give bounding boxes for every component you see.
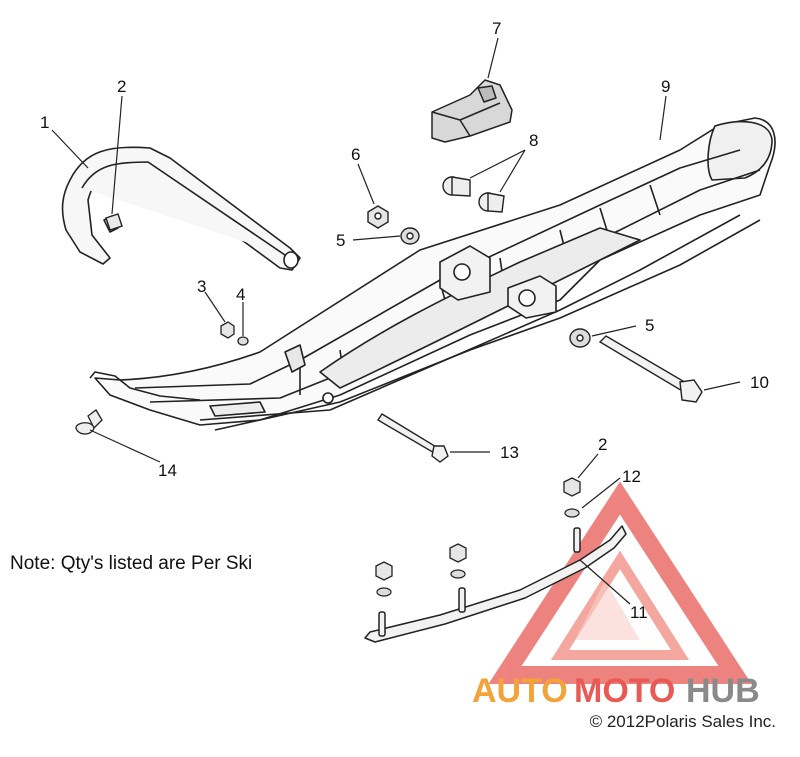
callout-2: 2 xyxy=(117,77,126,96)
washer-part-4 xyxy=(237,336,249,346)
watermark-logo xyxy=(488,481,752,684)
washer-part-5-upper xyxy=(400,227,420,245)
callout-6: 6 xyxy=(351,145,360,164)
watermark-auto: AUTO xyxy=(472,672,568,710)
copyright-text: © 2012Polaris Sales Inc. xyxy=(589,712,776,731)
callout-5-upper: 5 xyxy=(336,231,345,250)
nut-part-6 xyxy=(367,205,389,229)
clip-part-2 xyxy=(105,213,123,231)
callout-labels: 1 2 3 4 5 5 6 7 8 9 10 11 12 13 14 2 xyxy=(40,19,769,622)
callout-14: 14 xyxy=(158,461,177,480)
handle-part-1 xyxy=(61,146,301,271)
callout-2-lower: 2 xyxy=(598,435,607,454)
bolt-part-10 xyxy=(598,335,703,403)
pad-part-7 xyxy=(431,79,513,143)
leader-lines xyxy=(51,37,741,605)
washer-part-12 xyxy=(376,508,580,597)
callout-1: 1 xyxy=(40,113,49,132)
callout-9: 9 xyxy=(661,77,670,96)
quantity-note: Note: Qty's listed are Per Ski xyxy=(10,553,253,574)
watermark-text: AUTO MOTO HUB xyxy=(472,672,760,710)
callout-3: 3 xyxy=(197,277,206,296)
ski-body xyxy=(89,117,776,431)
watermark-moto: MOTO xyxy=(574,672,675,710)
callout-10: 10 xyxy=(750,373,769,392)
nut-part-3 xyxy=(220,321,235,339)
bushing-part-8 xyxy=(442,176,505,213)
callout-7: 7 xyxy=(492,19,501,38)
callout-13: 13 xyxy=(500,443,519,462)
washer-part-5-lower xyxy=(569,328,591,348)
wear-bar-part-11 xyxy=(364,525,627,643)
rivet-part-14 xyxy=(75,409,103,435)
callout-5-lower: 5 xyxy=(645,316,654,335)
callout-8: 8 xyxy=(529,131,538,150)
callout-11: 11 xyxy=(630,603,648,622)
callout-12: 12 xyxy=(622,467,641,486)
nut-part-2-lower xyxy=(375,477,581,581)
bolt-part-13 xyxy=(377,413,449,463)
watermark-hub: HUB xyxy=(686,672,760,710)
callout-4: 4 xyxy=(236,285,245,304)
